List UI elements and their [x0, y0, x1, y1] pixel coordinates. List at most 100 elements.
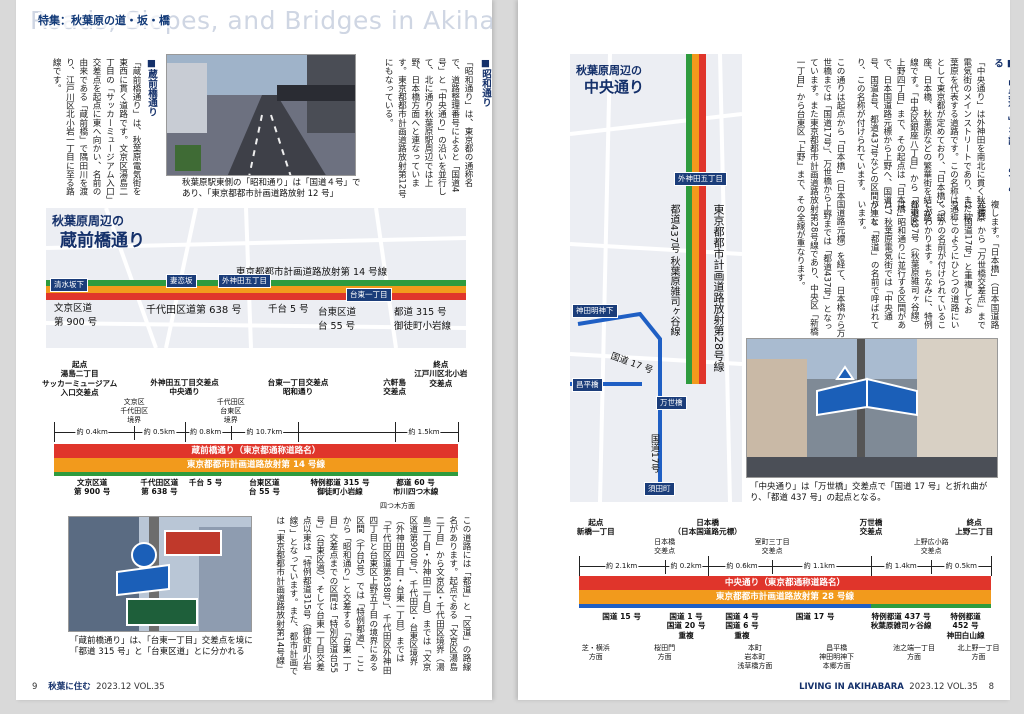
ca-4: 池之端一丁目 方面: [893, 644, 935, 661]
kdist-0: 約 0.4km: [75, 427, 109, 437]
chuo-map-tokyo437: 都道437号 秋葉原雑司ヶ谷線: [668, 204, 679, 337]
map-title-small: 秋葉原周辺の: [52, 214, 125, 228]
cdist-3: 約 1.1km: [802, 561, 837, 571]
chuo-pill-0: 外神田五丁目: [674, 172, 727, 186]
kdist-1: 約 0.5km: [142, 427, 177, 437]
cdist-0: 約 2.1km: [604, 561, 639, 571]
manseibashi-photo: [746, 338, 998, 478]
cp-0: 起点新橋一丁目: [576, 518, 615, 537]
cbar-2: 東京都都市計画道路放射第 28 号線: [578, 590, 992, 604]
cbar-1: 中央通り（東京都通称道路名）: [578, 576, 992, 590]
k-tick: [230, 426, 232, 440]
kdist-2: 約 0.8km: [188, 427, 223, 437]
k-tick: [184, 422, 186, 442]
chuo-diagram: 起点新橋一丁目 日本橋 （日本国道路元標） 万世橋 交差点 終点上野二丁目 日本…: [570, 514, 1000, 670]
feature-tag: 特集：秋葉原の道・坂・橋: [38, 12, 170, 28]
kuramae-heading: ■蔵前橋通り: [146, 58, 157, 117]
k-tick: [298, 422, 299, 442]
ca-5: 北上野一丁目 方面: [957, 644, 1000, 661]
ca-2: 本町 岩本町 浅草橋方面: [737, 644, 773, 670]
map-pill-2: 外神田五丁目: [218, 274, 271, 288]
map-pill-0: 清水坂下: [50, 278, 88, 292]
manseibashi-caption: 「中央通り」は「万世橋」交差点で「国道 17 号」と折れ曲がり、「都道 437 …: [750, 482, 988, 504]
showa-text: 「昭和通り」は、東京都の通称名で、道路整理番号によると「国道4号」と「中央通り」…: [383, 58, 473, 198]
cdist-4: 約 1.4km: [884, 561, 918, 571]
c-tick: [931, 560, 933, 574]
kp-3: 六軒島 交差点: [383, 378, 406, 397]
showa-heading: ■昭和通り: [480, 58, 491, 107]
c-tick: [991, 556, 993, 576]
chuo-map-ring: 東京都都市計画道路放射第28号線: [712, 204, 725, 372]
left-footer: 9 秋葉に住む 2023.12 VOL.35: [32, 682, 165, 692]
kb-0: 文京区道 第 900 号: [74, 478, 111, 497]
band-red: [46, 293, 466, 300]
map-pill-3: 台東一丁目: [346, 288, 392, 302]
csub-1: 室町三丁目 交差点: [754, 538, 790, 555]
right-footer: LIVING IN AKIHABARA 2023.12 VOL.35 8: [799, 682, 994, 692]
showa-photo: [166, 54, 356, 176]
map-tokyo315: 都道 315 号 御徒町小岩線: [394, 307, 452, 332]
cb-2: 国道 4 号 国道 6 号 重複: [725, 612, 759, 640]
cb-3: 国道 17 号: [795, 612, 835, 621]
map-bunkyo: 文京区道 第 900 号: [54, 303, 98, 328]
kuramae-diagram: 起点湯島二丁目 サッカーミュージアム 入口交差点 外神田五丁目交差点 中央通り …: [42, 352, 468, 500]
ca-0: 芝・横浜 方面: [581, 644, 610, 661]
chuo-text3: 複します。「日本橋」（日本国道路元標）から「万世橋交差点」までは「国道17号」と…: [855, 200, 999, 329]
kb-1: 千代田区道 第 638 号: [140, 478, 179, 497]
k-tick: [134, 426, 136, 440]
cbar-3a: [578, 604, 871, 608]
cdist-5: 約 0.5km: [944, 561, 978, 571]
left-page: Roads, Slopes, and Bridges in Akihabara …: [16, 0, 492, 700]
kb-3: 台東区道 台 55 号: [248, 478, 280, 497]
kbar-2: 東京都都市計画道路放射第 14 号線: [54, 458, 458, 472]
ksub-1: 千代田区 台東区 境界: [216, 398, 245, 424]
sign-caption: 「蔵前橋通り」は、「台東一丁目」交差点を境に「都道 315 号」と「台東区道」と…: [70, 636, 253, 658]
chuo-band-red: [699, 54, 706, 384]
k-tick: [54, 422, 56, 442]
csub-2: 上野広小路 交差点: [913, 538, 949, 555]
map-pill-1: 妻恋坂: [166, 274, 197, 288]
chuo-text: 「中央通り」は外神田を南北に貫く秋葉原電気街のメインストリートであり、また秋葉原…: [855, 58, 985, 227]
chuo-map-title-big: 中央通り: [584, 78, 645, 96]
map-ring-label: 東京都都市計画道路放射第 14 号線: [236, 267, 388, 278]
chuo-map: 秋葉原周辺の 中央通り 東京都都市計画道路放射第28号線 都道437号 秋葉原雑…: [570, 54, 742, 502]
c-tick: [772, 560, 774, 574]
k-tick: [457, 422, 459, 442]
kuramae-text: 「蔵前橋通り」は、秋葉原電気街を東西に貫く道路です。文京区湯島二丁目の「サッカー…: [51, 58, 141, 200]
chuo-pill-1: 神田明神下: [572, 304, 618, 318]
map-streets: [570, 54, 742, 502]
cp-1: 日本橋 （日本国道路元標）: [673, 518, 742, 537]
kp-0: 起点湯島二丁目 サッカーミュージアム 入口交差点: [41, 360, 118, 398]
kuramae-map: 秋葉原周辺の 蔵前橋通り 東京都都市計画道路放射第 14 号線 千代田区道第 6…: [46, 208, 466, 348]
map-title-big: 蔵前橋通り: [60, 231, 145, 251]
chuo-heading: ■「中央通り」を詳しくみてみる: [992, 58, 1010, 193]
cb-0: 国道 15 号: [602, 612, 641, 621]
kp-1: 外神田五丁目交差点 中央通り: [150, 378, 219, 397]
map-taito55: 台東区道 台 55 号: [318, 307, 357, 332]
kuramae-lower-text: この道路には「都道」と「区道」の路線名があります。起点である「文京区湯島二丁目」…: [274, 516, 471, 676]
c-tick: [578, 556, 580, 576]
cdist-1: 約 0.2km: [669, 561, 703, 571]
c-tick: [707, 556, 709, 576]
kp-4: 終点江戸川区北小岩 交差点: [414, 360, 468, 388]
ksub-0: 文京区 千代田区 境界: [120, 398, 149, 424]
chuo-map-title-small: 秋葉原周辺の: [576, 64, 642, 77]
ca-1: 桜田門 方面: [654, 644, 676, 661]
chuo-band-green: [686, 54, 692, 384]
kb-4: 特例都道 315 号 御徒町小岩線: [310, 478, 370, 497]
ca-3: 昌平橋 神田明神下 本郷方面: [819, 644, 855, 670]
chuo-map-17b: 国道17号: [649, 434, 659, 473]
map-sendai5: 千台 5 号: [268, 304, 309, 315]
cbar-3b: [871, 604, 992, 608]
chuo-pill-3: 万世橋: [656, 396, 687, 410]
c-axis: [578, 566, 992, 567]
csub-0: 日本橋 交差点: [654, 538, 676, 555]
c-tick: [871, 556, 872, 576]
cdist-2: 約 0.6km: [725, 561, 759, 571]
cp-2: 万世橋 交差点: [859, 518, 883, 537]
band-orange: [46, 286, 466, 293]
chuo-band-orange: [692, 54, 699, 384]
kp-2: 台東一丁目交差点 昭和通り: [267, 378, 329, 397]
k-arrow-label: 四つ木方面: [380, 502, 415, 510]
cb-5: 特例都道 452 号 神田白山線: [946, 612, 985, 640]
